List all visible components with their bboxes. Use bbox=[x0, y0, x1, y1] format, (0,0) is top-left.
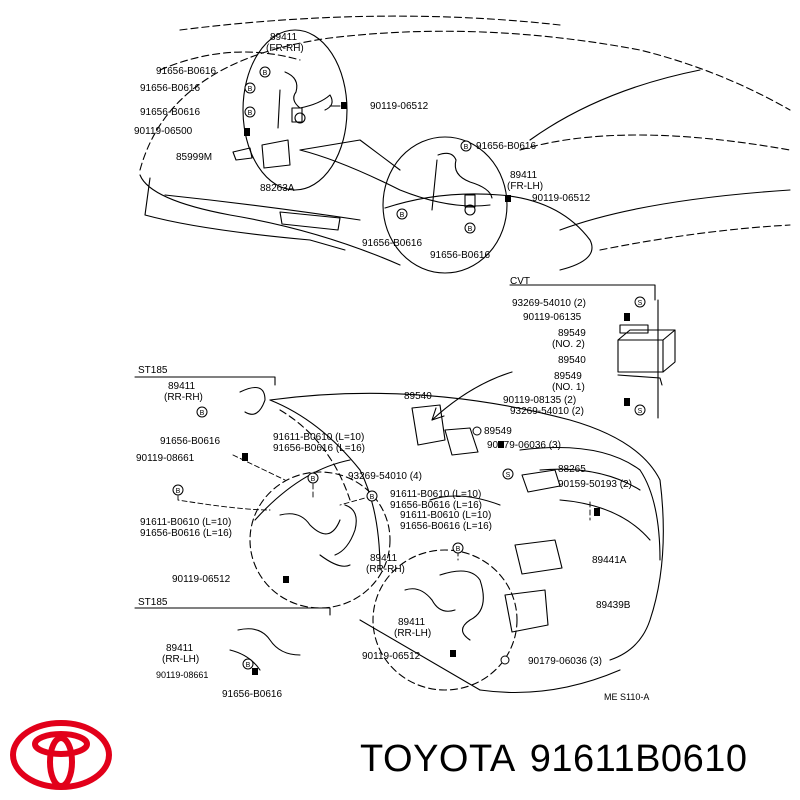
cvt-box bbox=[509, 284, 676, 419]
rear-ecu-drawing bbox=[411, 404, 563, 633]
front-body-outline bbox=[139, 15, 791, 274]
label-cvt-no2: (NO. 2) bbox=[552, 339, 585, 350]
label-cvt-93269-bottom: 93269-54010 (2) bbox=[510, 406, 584, 417]
rear-body-outline bbox=[249, 392, 664, 694]
brand-name: TOYOTA bbox=[360, 738, 516, 780]
label-bolt-06512-a: 90119-06512 bbox=[172, 574, 231, 585]
label-cvt-no1: (NO. 1) bbox=[552, 382, 585, 393]
svg-text:B: B bbox=[246, 662, 251, 669]
brand-line: TOYOTA 91611B0610 bbox=[360, 738, 761, 781]
label-bolt-06500: 90119-06500 bbox=[134, 126, 193, 137]
svg-text:B: B bbox=[464, 144, 469, 151]
label-89411-fr-lh: 89411 bbox=[510, 170, 538, 181]
label-clamp-bottom: 91656-B0616 bbox=[222, 689, 282, 700]
label-cvt-90119-06135: 90119-06135 bbox=[523, 312, 582, 323]
clamp-markers bbox=[172, 66, 646, 670]
st185-top-bracket bbox=[134, 376, 276, 386]
label-cvt-89549-no2: 89549 bbox=[558, 328, 586, 339]
label-rr-rh-center: (RR-RH) bbox=[366, 564, 405, 575]
sensor-fr-rh-drawing bbox=[232, 71, 341, 169]
label-89411-fr-rh: 89411 bbox=[270, 32, 298, 43]
svg-text:B: B bbox=[311, 476, 316, 483]
label-89441a: 89441A bbox=[592, 555, 627, 566]
svg-text:B: B bbox=[370, 494, 375, 501]
svg-text:B: B bbox=[468, 226, 473, 233]
svg-text:S: S bbox=[506, 472, 511, 479]
svg-text:B: B bbox=[248, 110, 253, 117]
label-91656-left: 91656-B0616 (L=16) bbox=[140, 528, 232, 539]
label-91611-c: 91611-B0610 (L=10) bbox=[400, 510, 491, 521]
part-number: 91611B0610 bbox=[529, 738, 748, 780]
label-cvt: CVT bbox=[510, 276, 530, 287]
rear-sensor-wires bbox=[229, 386, 484, 671]
label-fr-lh: (FR-LH) bbox=[507, 181, 543, 192]
label-clamp-1: 91656-B0616 bbox=[156, 66, 216, 77]
svg-text:S: S bbox=[638, 300, 643, 307]
label-cvt-93269-top: 93269-54010 (2) bbox=[512, 298, 586, 309]
svg-text:B: B bbox=[400, 212, 405, 219]
label-89411-rr-rh: 89411 bbox=[168, 381, 196, 392]
label-89549-rear: 89549 bbox=[484, 426, 512, 437]
label-cvt-90119-08135: 90119-08135 (2) bbox=[503, 395, 576, 406]
toyota-logo-icon bbox=[10, 720, 112, 790]
label-88265: 88265 bbox=[558, 464, 586, 475]
label-91656-b: 91656-B0616 (L=16) bbox=[390, 500, 482, 511]
svg-text:S: S bbox=[638, 408, 643, 415]
diagram-code: ME S110-A bbox=[604, 692, 649, 702]
label-bolt-06512: 90119-06512 bbox=[370, 101, 429, 112]
label-rr-lh-left: (RR-LH) bbox=[162, 654, 199, 665]
label-cvt-89540: 89540 bbox=[558, 355, 586, 366]
bolt-markers bbox=[242, 102, 630, 675]
svg-text:B: B bbox=[176, 488, 181, 495]
label-rr-rh: (RR-RH) bbox=[164, 392, 203, 403]
label-91611-b: 91611-B0610 (L=10) bbox=[390, 489, 481, 500]
sensor-fr-lh-drawing bbox=[431, 152, 493, 216]
label-clamp-lh-left: 91656-B0616 bbox=[362, 238, 422, 249]
label-85999m: 85999M bbox=[176, 152, 212, 163]
label-st185-top: ST185 bbox=[138, 365, 168, 376]
label-clamp-lh-bottom: 91656-B0616 bbox=[430, 250, 490, 261]
label-89411-rr-lh-center: 89411 bbox=[398, 617, 426, 628]
label-rr-lh-center: (RR-LH) bbox=[394, 628, 431, 639]
label-clamp-3: 91656-B0616 bbox=[140, 107, 200, 118]
label-st185-bottom: ST185 bbox=[138, 597, 168, 608]
label-89411-rr-lh-left: 89411 bbox=[166, 643, 194, 654]
label-bolt-08661-b: 90119-08661 bbox=[156, 670, 208, 680]
label-90179-bottom: 90179-06036 (3) bbox=[528, 656, 602, 667]
label-fr-rh: (FR-RH) bbox=[266, 43, 304, 54]
svg-text:B: B bbox=[456, 546, 461, 553]
cvt-pointer-arrow bbox=[431, 371, 513, 421]
st185-bottom-bracket bbox=[134, 607, 331, 616]
label-clamp-lh-top: 91656-B0616 bbox=[476, 141, 536, 152]
label-90179-top: 90179-06036 (3) bbox=[487, 440, 561, 451]
label-clamp-rr-rh: 91656-B0616 bbox=[160, 436, 220, 447]
label-93269-4: 93269-54010 (4) bbox=[348, 471, 422, 482]
label-91611-left: 91611-B0610 (L=10) bbox=[140, 517, 231, 528]
label-bolt-lh: 90119-06512 bbox=[532, 193, 591, 204]
label-cvt-89549-no1: 89549 bbox=[554, 371, 582, 382]
label-clamp-2: 91656-B0616 bbox=[140, 83, 200, 94]
label-91656-a: 91656-B0616 (L=16) bbox=[273, 443, 365, 454]
label-89540-rear: 89540 bbox=[404, 391, 432, 402]
svg-text:B: B bbox=[248, 86, 253, 93]
label-91611-a: 91611-B0610 (L=10) bbox=[273, 432, 364, 443]
svg-text:B: B bbox=[263, 70, 268, 77]
label-91656-c: 91656-B0616 (L=16) bbox=[400, 521, 492, 532]
label-90159: 90159-50193 (2) bbox=[558, 479, 632, 490]
svg-text:B: B bbox=[200, 410, 205, 417]
label-89411-center: 89411 bbox=[370, 553, 398, 564]
label-bolt-08661: 90119-08661 bbox=[136, 453, 195, 464]
label-88263a: 88263A bbox=[260, 183, 295, 194]
label-89439b: 89439B bbox=[596, 600, 631, 611]
label-bolt-06512-b: 90119-06512 bbox=[362, 651, 421, 662]
clamp-letters: B B B B B B S S B B B B S B B bbox=[176, 70, 643, 669]
